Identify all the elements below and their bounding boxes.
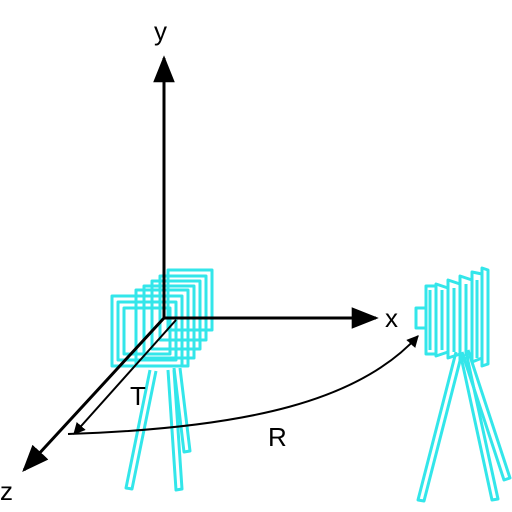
origin-camera-front [110, 294, 184, 368]
axes [22, 55, 379, 472]
camera-at-origin [110, 268, 214, 492]
x-axis-label: x [385, 303, 398, 333]
rotated-tripod [416, 349, 512, 503]
z-axis [22, 316, 166, 472]
translation-label: T [130, 381, 146, 411]
translation-arrow [73, 319, 177, 435]
rotation-arc [67, 335, 419, 435]
rotation-label: R [268, 422, 287, 452]
rotated-camera [414, 266, 512, 503]
y-axis-label: y [154, 16, 167, 46]
rotated-bellows [424, 266, 490, 368]
z-axis-label: z [0, 476, 13, 506]
labels: y x z T R [0, 16, 398, 506]
rotated-lens [414, 306, 428, 330]
